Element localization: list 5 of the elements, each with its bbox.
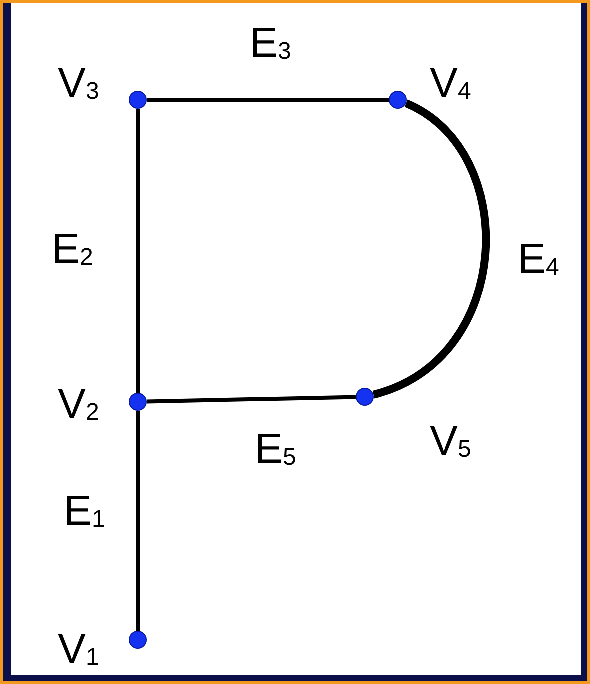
graph-edge (136, 411, 140, 631)
graph-edge (136, 109, 140, 393)
graph-edge (372, 100, 490, 399)
graph-edge (147, 98, 389, 102)
graph-edge (146, 395, 356, 404)
